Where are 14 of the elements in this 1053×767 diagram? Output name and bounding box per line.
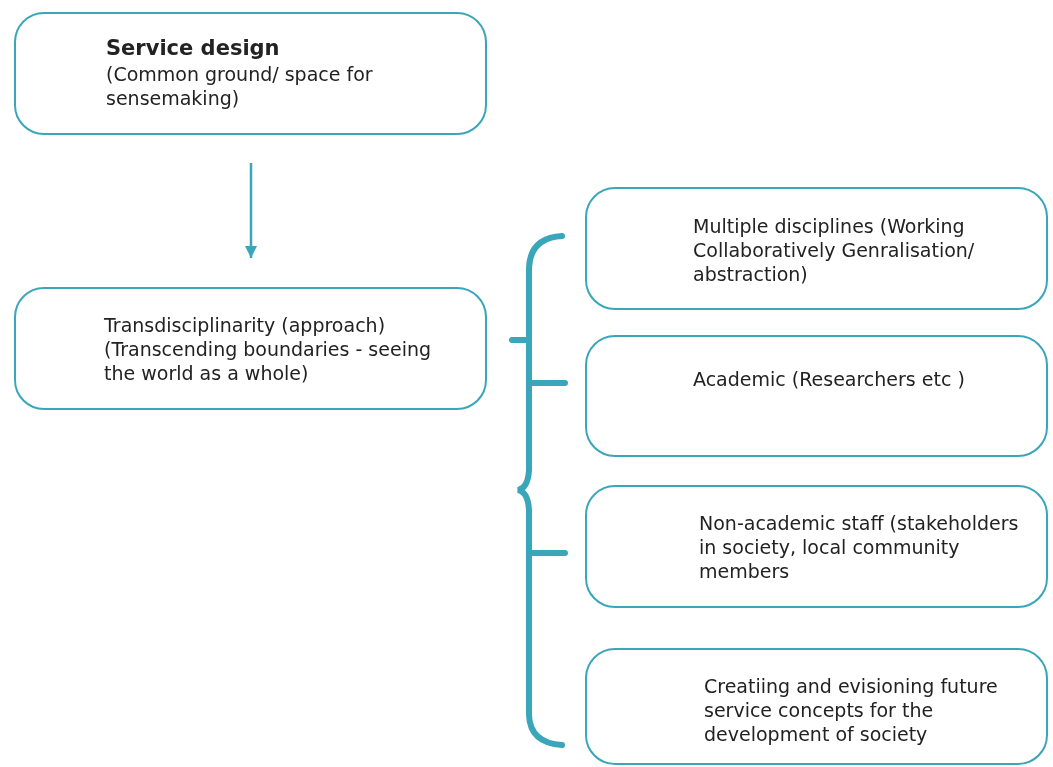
box-text: Multiple disciplines (Working Collaboratively Genralisation/ abstraction) xyxy=(693,214,976,286)
box-text: Transdisciplinarity (approach) (Transcending boundaries - seeing the world as a whole) xyxy=(104,313,433,385)
box-heading: Service design xyxy=(106,36,281,60)
rounded-box xyxy=(14,12,487,135)
rounded-box xyxy=(14,287,487,410)
box-text: Non-academic staff (stakeholders in society, local community members xyxy=(699,511,1020,583)
arrow xyxy=(244,163,258,258)
box-text: (Common ground/ space for sensemaking) xyxy=(106,62,374,110)
box-text: Academic (Researchers etc ) xyxy=(693,367,966,391)
rounded-box xyxy=(585,648,1048,765)
rounded-box xyxy=(585,335,1048,457)
rounded-box xyxy=(585,187,1048,310)
rounded-box xyxy=(585,485,1048,608)
box-text: Creatiing and evisioning future service concepts for the development of society xyxy=(704,674,999,746)
